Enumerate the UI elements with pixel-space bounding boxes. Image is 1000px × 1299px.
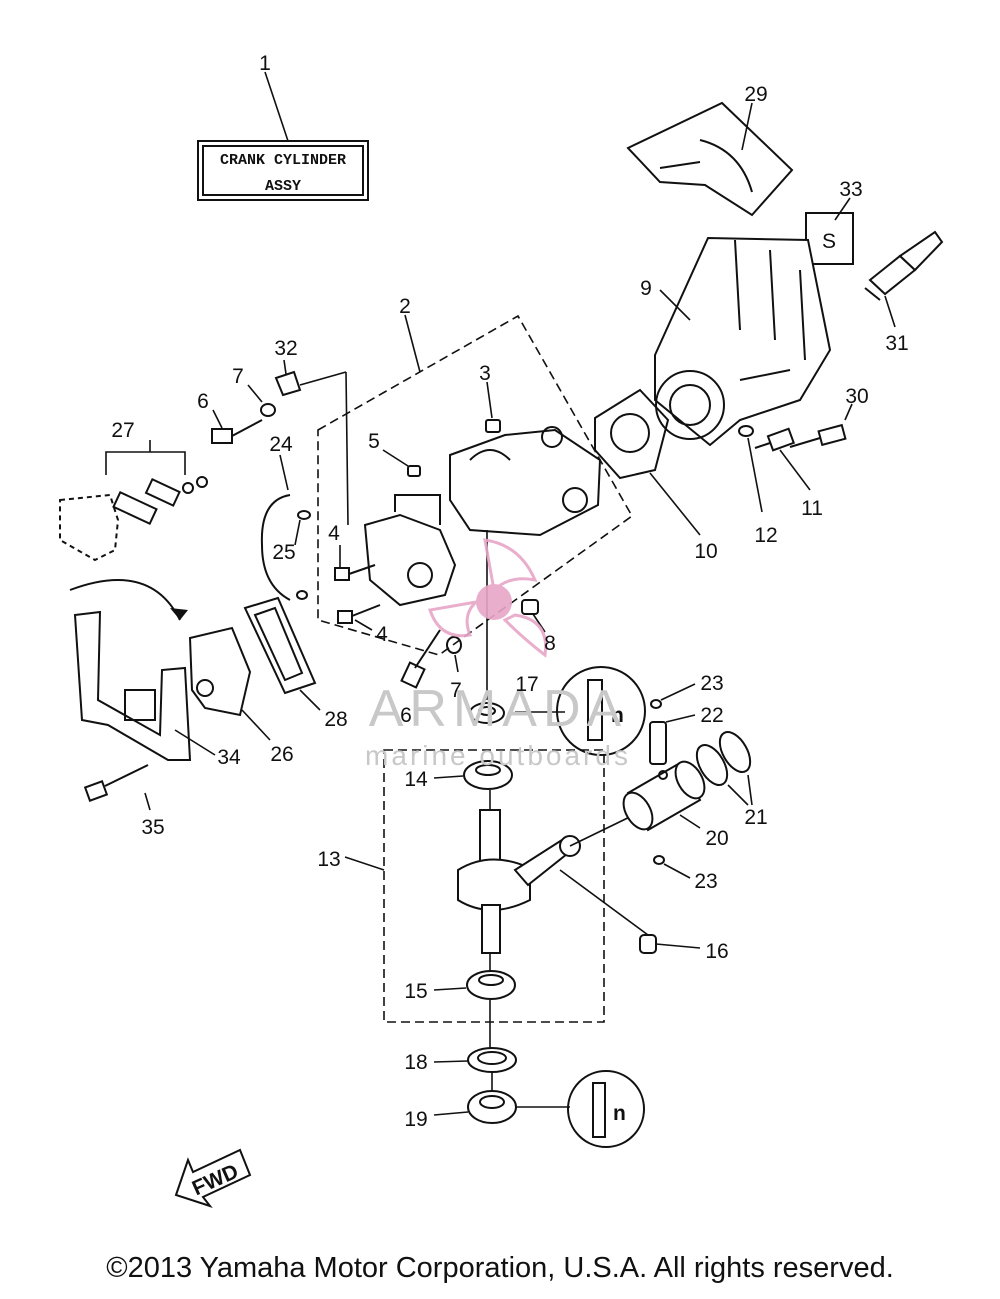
label-29: 29 xyxy=(744,83,767,106)
label-22: 22 xyxy=(700,704,723,727)
label-16: 16 xyxy=(705,940,728,963)
copyright-notice: ©2013 Yamaha Motor Corporation, U.S.A. A… xyxy=(106,1252,894,1284)
needle-bearing-16 xyxy=(639,934,657,954)
label-4b: 4 xyxy=(376,623,388,646)
crank-cylinder-assy-box: CRANK CYLINDER ASSY xyxy=(197,140,369,201)
label-4a: 4 xyxy=(328,522,340,545)
label-13: 13 xyxy=(317,848,340,871)
label-17: 17 xyxy=(515,673,538,696)
bolt-6-upper xyxy=(211,419,263,444)
crankshaft-assy-group xyxy=(383,749,605,1023)
oil-seal-18 xyxy=(467,1047,517,1073)
bolt-6-lower xyxy=(400,629,441,689)
watermark-tagline: marine outboards xyxy=(365,740,631,771)
washer-7-lower xyxy=(446,636,462,654)
label-18: 18 xyxy=(404,1051,427,1074)
label-30: 30 xyxy=(845,385,868,408)
detail-letter-upper: n xyxy=(611,704,624,727)
washer-7-upper xyxy=(260,403,276,417)
washer-12 xyxy=(738,425,754,437)
bearing-15 xyxy=(466,970,516,1000)
label-8: 8 xyxy=(544,632,556,655)
label-9: 9 xyxy=(640,277,652,300)
label-7b: 7 xyxy=(450,679,462,702)
label-11: 11 xyxy=(801,497,823,520)
bolt-35 xyxy=(83,764,149,802)
cylinder-gasket xyxy=(594,388,670,480)
crankshaft xyxy=(457,809,581,954)
label-34: 34 xyxy=(217,746,241,769)
seal-detail-lower: n xyxy=(567,1070,645,1148)
label-1: 1 xyxy=(259,52,271,75)
reed-plate-detail-27 xyxy=(59,476,208,562)
label-25: 25 xyxy=(272,541,295,564)
detail-letter-lower: n xyxy=(613,1102,626,1125)
bearing-14 xyxy=(463,760,513,790)
label-3: 3 xyxy=(479,362,491,385)
decal-letter: S xyxy=(822,230,836,253)
piston-rings-21 xyxy=(695,731,752,786)
label-23b: 23 xyxy=(694,870,717,893)
crankcase-lower-half xyxy=(363,494,457,607)
clip-23-upper xyxy=(650,699,662,709)
bracket-34 xyxy=(73,610,192,761)
bolt-11 xyxy=(754,427,796,452)
label-6a: 6 xyxy=(197,390,209,413)
spark-plug xyxy=(864,230,944,301)
assy-label-line1: CRANK CYLINDER xyxy=(220,152,346,169)
top-cover-plate xyxy=(626,101,794,217)
label-24: 24 xyxy=(269,433,293,456)
label-32: 32 xyxy=(274,337,297,360)
label-10: 10 xyxy=(694,540,717,563)
forward-arrow: FWD xyxy=(174,1148,252,1208)
oil-seal-17 xyxy=(469,702,505,724)
spark-plug-decal: S xyxy=(805,212,854,265)
label-21: 21 xyxy=(744,806,767,829)
assy-label-line2: ASSY xyxy=(265,178,301,195)
label-20: 20 xyxy=(705,827,728,850)
arrow-head xyxy=(170,608,188,620)
label-31: 31 xyxy=(885,332,908,355)
label-2: 2 xyxy=(399,295,411,318)
crankcase-upper-half xyxy=(449,426,602,537)
label-23a: 23 xyxy=(700,672,723,695)
watermark-brand: ARMADA xyxy=(369,680,627,738)
label-33: 33 xyxy=(839,178,862,201)
part-number-labels: 1 2 3 4 4 5 6 6 7 7 8 9 10 11 12 13 14 1… xyxy=(111,52,908,1131)
label-12: 12 xyxy=(754,524,777,547)
label-27: 27 xyxy=(111,419,134,442)
propeller-logo xyxy=(428,538,548,658)
dowel-pin-3 xyxy=(485,419,501,433)
piston-20 xyxy=(622,760,706,832)
armada-watermark: ARMADA marine outboards xyxy=(365,538,631,771)
label-28: 28 xyxy=(324,708,347,731)
intake-manifold-26 xyxy=(188,626,252,717)
label-35: 35 xyxy=(141,816,164,839)
label-7a: 7 xyxy=(232,365,244,388)
bolt-30 xyxy=(789,423,847,448)
oil-seal-19 xyxy=(467,1090,517,1124)
clip-25 xyxy=(296,510,311,600)
screw-4-lower xyxy=(337,604,381,624)
screw-4-upper xyxy=(334,564,376,581)
clamp-32 xyxy=(274,370,302,397)
dowel-pin-5 xyxy=(407,465,421,477)
cylinder-housing xyxy=(654,236,832,447)
label-26: 26 xyxy=(270,743,293,766)
label-5: 5 xyxy=(368,430,380,453)
hose-24 xyxy=(260,494,291,601)
dowel-pin-8 xyxy=(521,599,539,615)
crankcase-assy-group xyxy=(317,314,634,656)
label-19: 19 xyxy=(404,1108,427,1131)
seal-detail-upper: n xyxy=(556,666,646,756)
label-14: 14 xyxy=(404,768,428,791)
manifold-gasket-28 xyxy=(243,596,317,695)
piston-pin-22 xyxy=(649,721,667,765)
label-15: 15 xyxy=(404,980,427,1003)
clip-23-lower xyxy=(653,855,665,865)
label-6b: 6 xyxy=(400,704,412,727)
